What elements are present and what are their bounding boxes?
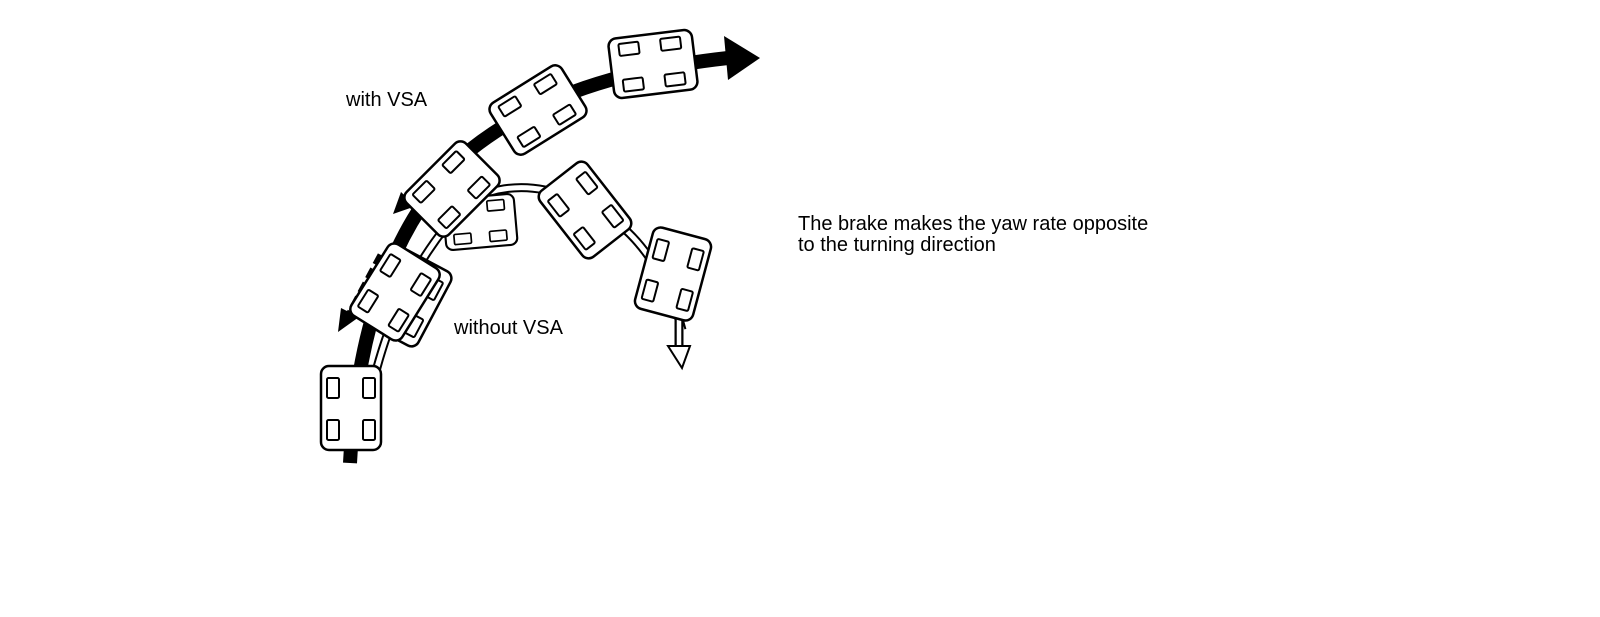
car-with-vsa-3 xyxy=(485,61,591,159)
car-without-vsa-4 xyxy=(631,224,715,324)
car-start xyxy=(319,364,383,452)
without-vsa-label: without VSA xyxy=(454,317,563,339)
caption: The brake makes the yaw rate opposite to… xyxy=(798,214,1148,256)
with-vsa-arrowhead xyxy=(724,36,760,80)
caption-line-1: The brake makes the yaw rate opposite xyxy=(798,213,1149,235)
car-without-vsa-3 xyxy=(534,157,636,263)
spin-out-arrow xyxy=(666,316,692,371)
car-with-vsa-4 xyxy=(606,27,700,101)
caption-line-2: to the turning direction xyxy=(798,234,996,256)
with-vsa-label: with VSA xyxy=(346,89,428,111)
